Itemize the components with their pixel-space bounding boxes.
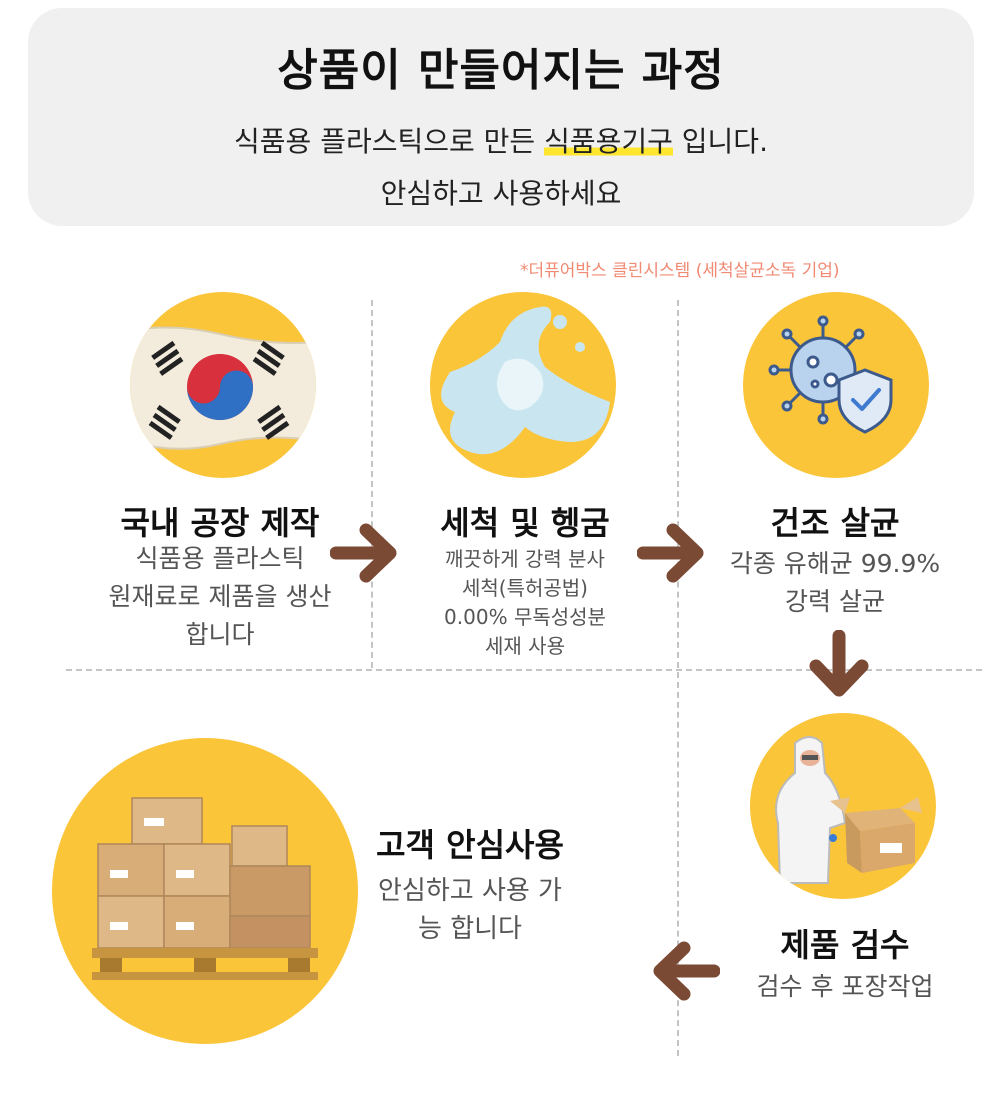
water-splash-icon — [441, 306, 610, 455]
step1-desc-line: 원재료로 제품을 생산 — [108, 582, 332, 611]
step1-circle — [130, 292, 316, 478]
arrow-right-icon — [330, 520, 400, 586]
divider-vertical-3 — [677, 672, 679, 1056]
step5-desc-line: 안심하고 사용 가 — [378, 876, 562, 906]
divider-horizontal — [66, 669, 982, 671]
subtitle-prefix: 식품용 플라스틱으로 만든 — [234, 125, 545, 158]
clean-system-note: *더퓨어박스 클린시스템 (세척살균소독 기업) — [520, 261, 840, 281]
step1-desc-line: 식품용 플라스틱 — [135, 544, 305, 573]
header-subtitle-line2: 안심하고 사용하세요 — [380, 177, 622, 210]
arrow-left-icon — [650, 938, 720, 1004]
step3-title: 건조 살균 — [770, 504, 900, 542]
korea-flag-icon — [130, 326, 316, 450]
virus-shield-icon — [768, 315, 893, 434]
step2-desc-line: 세재 사용 — [485, 634, 565, 658]
inspector-box-icon — [775, 736, 922, 884]
step1-desc-line: 합니다 — [185, 620, 255, 649]
step5-desc: 안심하고 사용 가 능 합니다 — [345, 872, 595, 948]
step2-desc-line: 깨끗하게 강력 분사 — [445, 547, 605, 571]
step1-title: 국내 공장 제작 — [120, 504, 320, 542]
boxes-pallet-icon — [92, 797, 318, 980]
subtitle-highlight: 식품용기구 — [544, 125, 673, 158]
step2-desc-line: 세척(특허공법) — [461, 576, 588, 600]
page-title: 상품이 만들어지는 과정 — [277, 45, 725, 96]
step4-desc-line: 검수 후 포장작업 — [756, 972, 934, 1001]
divider-vertical-1 — [371, 300, 373, 668]
step2-desc-line: 0.00% 무독성성분 — [444, 605, 606, 629]
step4-circle — [750, 713, 936, 899]
step2-circle — [430, 292, 616, 478]
step3-desc-line: 강력 살균 — [785, 587, 885, 616]
step5-desc-line: 능 합니다 — [418, 914, 522, 944]
step3-desc: 각종 유해균 99.9% 강력 살균 — [690, 545, 980, 621]
step2-desc: 깨끗하게 강력 분사 세척(특허공법) 0.00% 무독성성분 세재 사용 — [380, 545, 670, 661]
header-subtitle-line1: 식품용 플라스틱으로 만든 식품용기구 입니다. — [28, 120, 974, 160]
arrow-down-icon — [806, 630, 872, 700]
step5-circle — [52, 738, 358, 1044]
step3-circle — [743, 292, 929, 478]
step4-title: 제품 검수 — [780, 926, 910, 964]
step3-desc-line: 각종 유해균 99.9% — [729, 549, 941, 578]
arrow-right-icon — [637, 520, 707, 586]
step4-desc: 검수 후 포장작업 — [700, 968, 990, 1006]
step5-title: 고객 안심사용 — [376, 826, 564, 864]
subtitle-suffix: 입니다. — [672, 125, 768, 158]
step1-desc: 식품용 플라스틱 원재료로 제품을 생산 합니다 — [60, 540, 380, 654]
divider-vertical-2 — [677, 300, 679, 668]
header-panel: 상품이 만들어지는 과정 식품용 플라스틱으로 만든 식품용기구 입니다. 안심… — [28, 8, 974, 226]
step2-title: 세척 및 헹굼 — [440, 504, 610, 542]
